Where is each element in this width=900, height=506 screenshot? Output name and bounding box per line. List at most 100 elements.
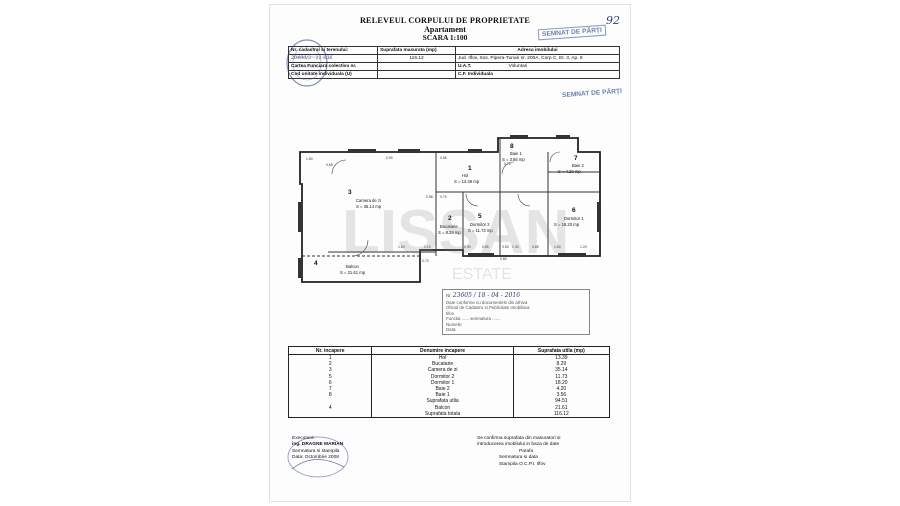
dimension-label: 1.30 <box>512 245 519 249</box>
dimension-label: 1.60 <box>554 245 561 249</box>
table-cell: 4.20 <box>512 385 611 393</box>
dimension-label: 1.20 <box>580 245 587 249</box>
box-line: Numele: <box>446 321 463 327</box>
table-cell: 35.14 <box>512 367 611 374</box>
table-cell: 11.73 <box>512 373 611 380</box>
table-cell: 21.61 <box>512 404 611 411</box>
dimension-label: 0.85 <box>440 156 447 160</box>
table-cell: 8 <box>287 392 373 399</box>
table-cell: 13.39 <box>512 354 611 362</box>
dimension-label: 0.85 <box>482 245 489 249</box>
archive-stamp-box: Nr. 23605 / 18 - 04 - 2016 Date conforme… <box>442 289 590 335</box>
address-value: Jud. Ilfov, Sos. Pipera-Tunari nr. 200A,… <box>454 54 621 63</box>
confirmation-line: Stampila O.C.P.I. Ilfov <box>499 461 546 467</box>
confirmation-line: Se confirma suprafata din masuratori si <box>477 436 561 441</box>
box-stamp-number: 23605 / 18 - 04 - 2016 <box>452 292 521 299</box>
table-cell: 5 <box>287 373 373 380</box>
cadastral-label: Nr. cadastral si terenului: <box>287 46 379 55</box>
floor-plan: 1 Hol S = 13.39 mp 2 Bucatarie S = 8.29 … <box>298 135 601 283</box>
room-area-1: S = 13.39 mp <box>454 179 480 184</box>
box-line: Date conforme cu documentele din arhiva <box>446 299 528 305</box>
document-title: RELEVEUL CORPULUI DE PROPRIETATE <box>359 16 531 25</box>
room-name-5: Dormitor 2 <box>470 222 490 227</box>
table-cell: 7 <box>287 385 373 393</box>
table-cell: 3.56 <box>512 392 611 399</box>
room-area-5: S = 11.73 mp <box>468 228 493 233</box>
executant-signature-label: Semnatura si stampila <box>292 448 340 454</box>
dimension-label: 0.85 <box>532 245 539 249</box>
room-name-1: Hol <box>462 173 468 178</box>
dimension-label: 1.50 <box>306 157 313 161</box>
table-cell: 1 <box>287 354 373 362</box>
table-cell: Hol <box>371 354 514 362</box>
room-area-4: S = 21.61 mp <box>340 270 366 275</box>
room-number-5: 5 <box>478 213 482 220</box>
confirmation-line: Parafa <box>519 448 534 454</box>
uat-value: Voluntari <box>508 64 528 69</box>
table-cell: 116.12 <box>512 410 611 418</box>
executant-name: ing. DRAGNE MARIAN <box>292 442 344 448</box>
dimension-label: 0.50 <box>502 245 509 249</box>
dimension-label: 1.50 <box>398 245 405 249</box>
room-area-7: S = 4.20 mp <box>558 169 581 174</box>
table-cell <box>287 398 373 405</box>
table-cell: 18.20 <box>512 379 611 386</box>
table-cell: 3 <box>287 367 373 374</box>
table-cell: 94.51 <box>512 398 611 405</box>
cf-individual-label: C.F. Individuala <box>454 70 621 79</box>
address-label: Adresa imobilului <box>454 46 621 55</box>
surface-value: 116.12 <box>377 54 456 63</box>
rooms-area-table: Nr. incapere Denumire incapere Suprafata… <box>287 346 611 418</box>
cf-collective-label: Cartea Funciara colectiva nr. <box>287 62 379 71</box>
room-area-2: S = 8.29 mp <box>438 230 461 235</box>
ocpi-confirmation-block: Se confirma suprafata din masuratori si … <box>477 436 560 468</box>
dimension-label: 0.70 <box>422 259 429 263</box>
room-name-7: Baie 2 <box>572 163 585 168</box>
room-number-4: 4 <box>314 260 318 267</box>
dimension-label: 0.70 <box>440 195 447 199</box>
dimension-label: 0.90 <box>464 245 471 249</box>
confirmation-line: introducerea imobilului in baza de date <box>477 442 560 448</box>
cadastral-value: 20490/3 - 11-036 <box>287 54 379 63</box>
room-number-2: 2 <box>448 215 452 222</box>
box-line: Data: <box>446 327 457 332</box>
dimension-label: 1.10 <box>424 245 431 249</box>
room-number-7: 7 <box>574 155 578 162</box>
dimension-label: 0.80 <box>500 257 507 261</box>
document-header: RELEVEUL CORPULUI DE PROPRIETATE Apartam… <box>330 16 560 42</box>
uat-label: U.A.T. <box>457 64 472 69</box>
executant-seal-stamp <box>287 436 349 478</box>
room-number-6: 6 <box>572 207 576 214</box>
room-number-1: 1 <box>468 165 472 172</box>
table-cell: 6 <box>287 379 373 386</box>
room-area-6: S = 18.20 mp <box>554 222 580 227</box>
signed-stamp-side: SEMNAT DE PĂRȚI <box>561 87 623 100</box>
box-line: Nr. <box>446 293 452 298</box>
document-scale: SCARA 1:100 <box>422 33 468 42</box>
room-name-2: Bucatarie <box>440 224 458 229</box>
column-header: Denumire incapere <box>371 346 514 355</box>
box-line: Oficiul de Cadastru si Publicitate Imobi… <box>446 305 530 310</box>
property-info-table: Nr. cadastral si terenului: Suprafata ma… <box>287 46 621 79</box>
room-name-4: Balcon <box>346 264 359 269</box>
dimension-label: 0.75 <box>504 162 511 166</box>
room-name-3: Camera de zi <box>356 198 381 203</box>
table-cell: 8.29 <box>512 361 611 368</box>
page-number: 92 <box>606 14 620 27</box>
dimension-label: 0.65 <box>326 163 333 167</box>
unit-label: Cod unitate individuala (U) <box>287 70 379 79</box>
box-line: Functia ...... semnatura ....... <box>446 316 501 321</box>
table-cell <box>287 410 373 418</box>
room-number-3: 3 <box>348 189 352 196</box>
